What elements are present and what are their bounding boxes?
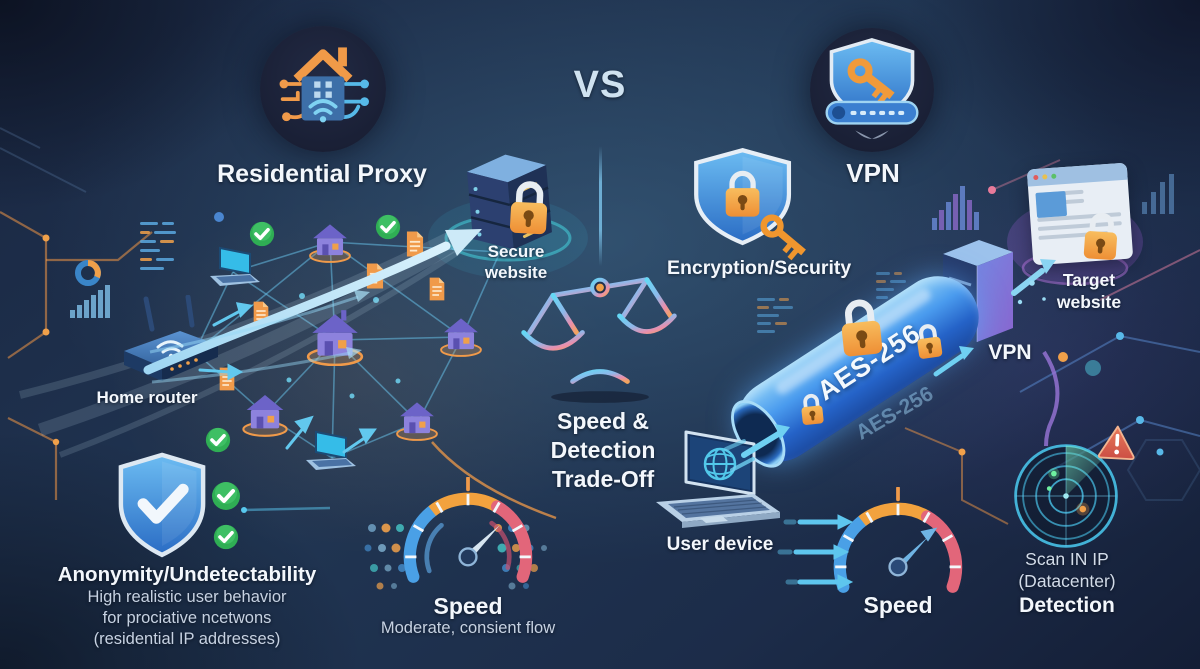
- warning-icon: [1097, 425, 1135, 461]
- padlock-icon: [841, 299, 883, 357]
- secure-website-label: Secure website: [456, 241, 576, 284]
- residential-house-icon: [306, 310, 364, 366]
- document-icon: [406, 231, 424, 257]
- left-title: Residential Proxy: [217, 160, 427, 188]
- tradeoff-label: Speed & Detection Trade-Off: [503, 407, 703, 493]
- anonymity-line2: for prociative ncetwons: [102, 609, 272, 628]
- left-speed-subtitle: Moderate, consient flow: [380, 619, 556, 637]
- residential-house-icon: [396, 402, 438, 441]
- home-router-label: Home router: [96, 388, 198, 407]
- check-icon: [375, 214, 401, 240]
- residential-house-icon: [309, 224, 351, 263]
- check-icon: [205, 427, 231, 453]
- detection-title: Detection: [1019, 593, 1115, 617]
- balance-scales-icon: [521, 277, 677, 403]
- peer-laptop-icon: [210, 246, 260, 286]
- residential-proxy-badge: [260, 26, 386, 152]
- check-icon: [212, 482, 240, 510]
- check-icon: [249, 221, 275, 247]
- right-title: VPN: [846, 158, 900, 188]
- target-line2: website: [1056, 291, 1122, 312]
- secure-website-line1: Secure: [487, 242, 545, 261]
- residential-house-icon: [242, 395, 288, 437]
- user-device-label: User device: [666, 534, 774, 555]
- check-icon: [213, 524, 239, 550]
- vpn-server-label: VPN: [988, 341, 1032, 364]
- padlock-icon: [801, 393, 824, 425]
- tradeoff-line1: Speed & Detection: [550, 408, 656, 463]
- vs-label: VS: [573, 64, 627, 106]
- document-icon: [429, 277, 445, 301]
- target-line1: Target: [1062, 270, 1116, 290]
- smart-home-icon: [279, 47, 369, 123]
- anonymity-line1: High realistic user behavior: [87, 588, 287, 606]
- encryption-shield-icon: [694, 148, 806, 261]
- padlock-icon: [917, 324, 943, 359]
- vpn-badge: [810, 28, 934, 152]
- center-divider: [599, 146, 602, 266]
- detection-label: Scan IN IP (Datacenter) Detection: [997, 549, 1137, 619]
- encryption-label: Encryption/Security: [667, 257, 852, 279]
- secure-website-line2: website: [484, 263, 548, 283]
- peer-laptop-icon: [306, 430, 356, 470]
- anonymity-title: Anonymity/Undetectability: [57, 563, 317, 586]
- target-website-label: Target website: [1039, 270, 1139, 314]
- residential-house-icon: [440, 318, 482, 357]
- shield-key-icon: [825, 38, 919, 139]
- anonymity-shield-icon: [118, 452, 206, 558]
- padlock-icon: [509, 181, 548, 235]
- user-device-icon: [656, 430, 780, 528]
- tradeoff-line2: Trade-Off: [551, 465, 655, 492]
- right-speed-title: Speed: [863, 592, 933, 618]
- padlock-icon: [1083, 212, 1118, 260]
- detection-line2: (Datacenter): [1018, 570, 1116, 591]
- detection-radar-icon: [1014, 444, 1118, 548]
- anonymity-line3: (residential IP addresses): [93, 630, 281, 649]
- speed-gauge-icon: [403, 477, 533, 583]
- detection-line1: Scan IN IP: [1025, 549, 1109, 569]
- left-speed-title: Speed: [433, 593, 503, 619]
- anonymity-subtext: High realistic user behavior for prociat…: [27, 587, 347, 650]
